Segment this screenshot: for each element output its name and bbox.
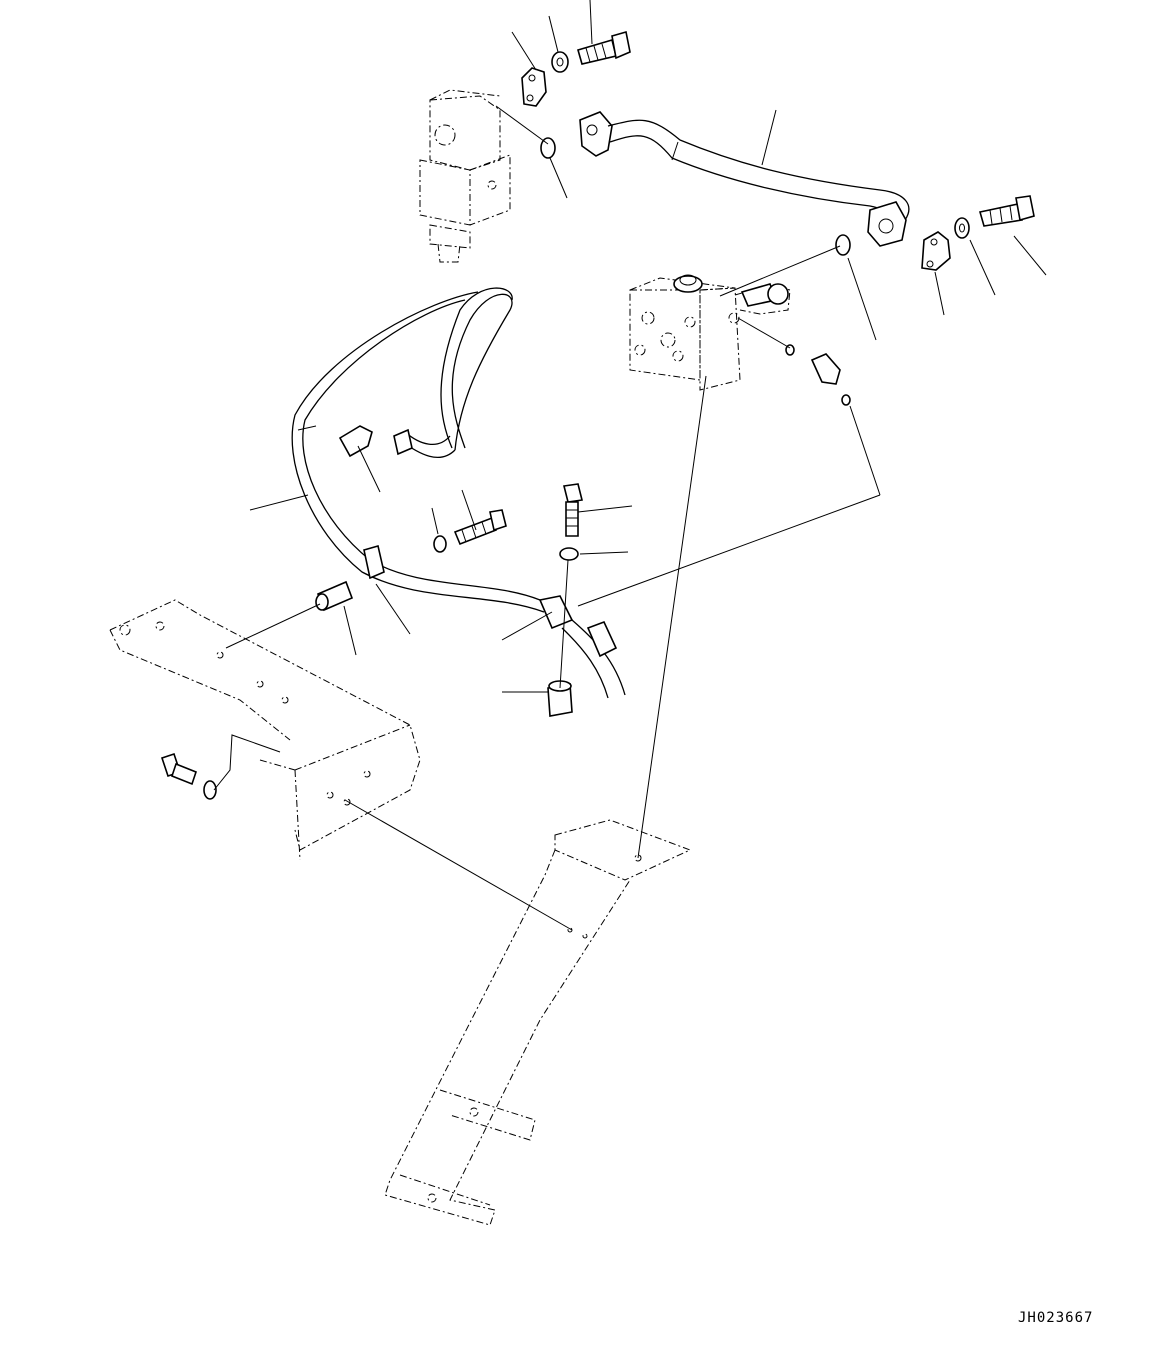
small-o-ring	[785, 344, 851, 406]
bracket-reference	[109, 599, 421, 861]
bolt-middle	[453, 509, 507, 546]
washer-middle	[433, 535, 447, 553]
o-ring-top	[540, 137, 556, 159]
sensor-plug	[740, 283, 789, 307]
clamp-half-right	[921, 231, 951, 271]
support-arm-reference	[384, 819, 692, 1226]
washer-right	[954, 217, 970, 239]
bolt-vertical	[563, 483, 583, 537]
hose-main	[291, 287, 626, 699]
control-valve-reference	[629, 277, 791, 391]
bolt-bracket	[160, 752, 197, 786]
leader-lines	[213, 0, 1047, 931]
drawing-code: JH023667	[1018, 1310, 1094, 1326]
o-ring-right	[835, 234, 851, 256]
washer-top	[551, 51, 569, 73]
solenoid-valve-reference	[419, 89, 511, 263]
spacer-left	[315, 580, 354, 612]
washer-bracket	[203, 780, 217, 800]
clamp-half-top	[521, 67, 547, 107]
elbow-fitting-left	[338, 425, 373, 458]
elbow-fitting	[810, 353, 841, 385]
hose-upper	[579, 111, 910, 247]
pressure-fitting	[673, 274, 703, 293]
bolt-right	[978, 195, 1035, 227]
bolt-top	[577, 30, 631, 65]
washer-vertical	[559, 547, 579, 561]
spacer-bottom	[547, 680, 573, 717]
